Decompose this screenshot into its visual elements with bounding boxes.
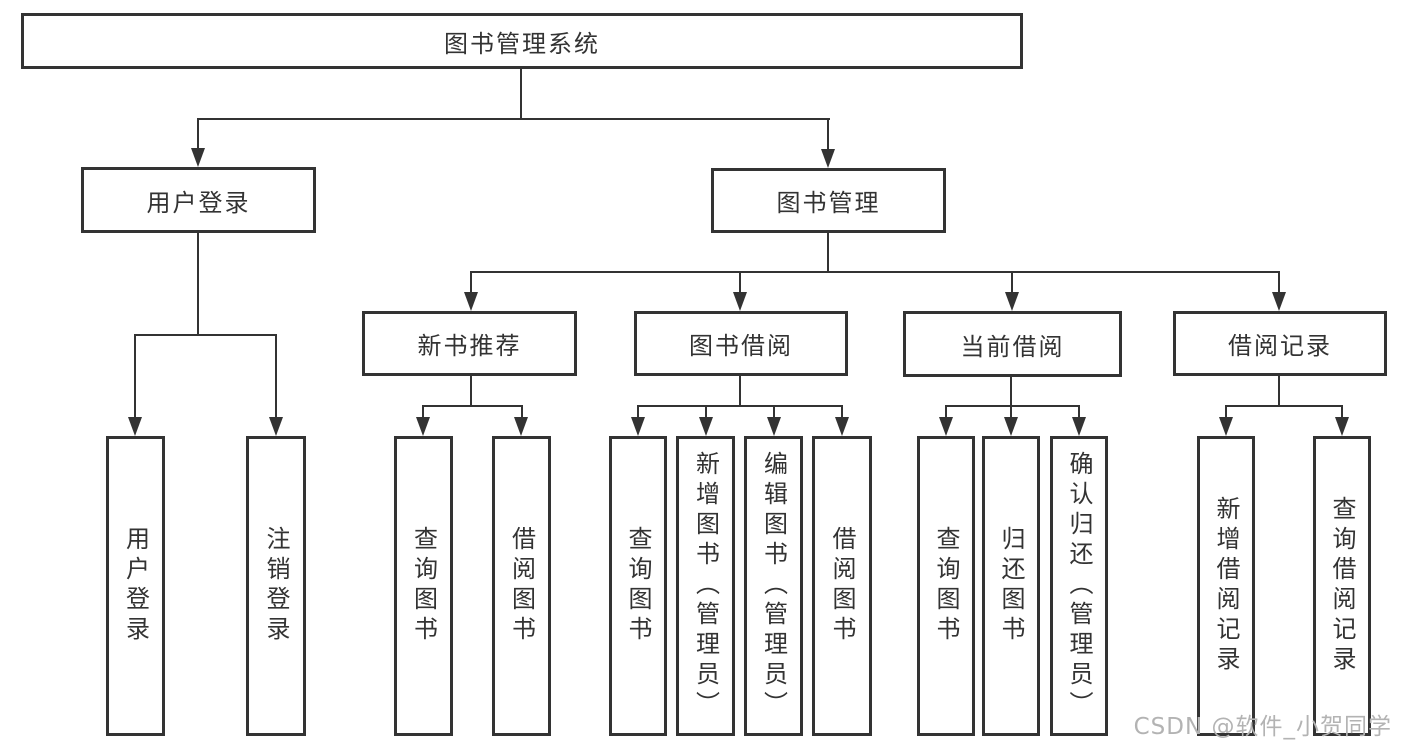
- connector-drop: [1341, 405, 1343, 421]
- arrowhead-down: [191, 148, 205, 167]
- connector-group-stem: [1278, 376, 1280, 407]
- connector-drop: [521, 405, 523, 421]
- connector-drop: [1078, 405, 1080, 421]
- node-label: 查询借阅记录: [1328, 496, 1356, 676]
- node-current-borrowing: 当前借阅: [903, 311, 1122, 377]
- arrowhead-down: [416, 417, 430, 436]
- node-borrow-books-borrowing: 借阅图书: [812, 436, 872, 736]
- node-label: 注销登录: [262, 526, 290, 646]
- connector-group-bracket: [945, 405, 1080, 407]
- arrowhead-down: [821, 149, 835, 168]
- connector-drop: [470, 271, 472, 296]
- node-label: 用户登录: [121, 526, 150, 646]
- node-label: 当前借阅: [960, 332, 1065, 361]
- connector-group-stem: [1010, 376, 1012, 407]
- arrowhead-down: [514, 417, 528, 436]
- connector-book-management-stem: [827, 233, 829, 273]
- arrowhead-down: [1072, 417, 1086, 436]
- node-label: 图书借阅: [689, 332, 793, 360]
- node-label: 用户登录: [146, 188, 251, 217]
- connector-user-login-stem: [197, 233, 199, 336]
- node-return-books: 归还图书: [982, 436, 1040, 736]
- node-label: 新书推荐: [417, 332, 522, 360]
- connector-group-bracket: [423, 405, 523, 407]
- node-label: 借阅图书: [828, 526, 856, 646]
- connector-drop: [1278, 271, 1280, 296]
- node-logout: 注销登录: [246, 436, 306, 736]
- node-library-management-system: 图书管理系统: [21, 13, 1023, 69]
- csdn-watermark: CSDN @软件_小贺同学: [1133, 714, 1392, 740]
- connector-drop-book-management: [827, 118, 829, 152]
- node-query-books-recommend: 查询图书: [394, 436, 453, 736]
- connector-drop: [1010, 405, 1012, 421]
- arrowhead-down: [464, 292, 478, 311]
- arrowhead-down: [699, 417, 713, 436]
- node-borrow-books-recommend: 借阅图书: [492, 436, 551, 736]
- arrowhead-down: [1005, 292, 1019, 311]
- node-label: 图书管理系统: [444, 29, 600, 58]
- node-query-books-current: 查询图书: [917, 436, 975, 736]
- node-label: 新增借阅记录: [1212, 496, 1240, 676]
- arrowhead-down: [1004, 417, 1018, 436]
- node-new-book-recommend: 新书推荐: [362, 311, 577, 376]
- arrowhead-down: [939, 417, 953, 436]
- arrowhead-down: [269, 417, 283, 436]
- connector-group-stem: [470, 376, 472, 407]
- node-user-login-operation: 用户登录: [106, 436, 165, 736]
- connector-drop: [637, 405, 639, 421]
- connector-drop: [134, 334, 136, 421]
- node-book-borrowing: 图书借阅: [634, 311, 848, 376]
- arrowhead-down: [128, 417, 142, 436]
- node-label: 新增图书（管理员）: [691, 451, 720, 721]
- node-label: 编辑图书（管理员）: [759, 451, 788, 721]
- connector-level1-horizontal: [198, 118, 830, 120]
- node-query-borrow-record: 查询借阅记录: [1313, 436, 1371, 736]
- connector-drop: [705, 405, 707, 421]
- connector-drop: [422, 405, 424, 421]
- node-book-management: 图书管理: [711, 168, 946, 233]
- arrowhead-down: [1219, 417, 1233, 436]
- connector-drop: [1225, 405, 1227, 421]
- connector-drop: [739, 271, 741, 296]
- node-label: 借阅图书: [507, 526, 536, 646]
- arrowhead-down: [733, 292, 747, 311]
- node-user-login: 用户登录: [81, 167, 316, 233]
- node-label: 借阅记录: [1228, 332, 1332, 360]
- arrowhead-down: [631, 417, 645, 436]
- node-add-borrow-record: 新增借阅记录: [1197, 436, 1255, 736]
- arrowhead-down: [1335, 417, 1349, 436]
- connector-group-bracket: [1225, 405, 1343, 407]
- arrowhead-down: [767, 417, 781, 436]
- node-label: 归还图书: [997, 526, 1025, 646]
- node-query-books-borrowing: 查询图书: [609, 436, 667, 736]
- node-edit-books-admin: 编辑图书（管理员）: [744, 436, 803, 736]
- node-borrow-records: 借阅记录: [1173, 311, 1387, 376]
- node-add-books-admin: 新增图书（管理员）: [676, 436, 735, 736]
- node-confirm-return-admin: 确认归还（管理员）: [1050, 436, 1108, 736]
- connector-user-login-bracket: [134, 334, 277, 336]
- node-label: 查询图书: [624, 526, 652, 646]
- arrowhead-down: [1272, 292, 1286, 311]
- connector-drop: [275, 334, 277, 421]
- node-label: 图书管理: [776, 189, 881, 217]
- node-label: 查询图书: [932, 526, 960, 646]
- arrowhead-down: [835, 417, 849, 436]
- connector-level3-horizontal: [471, 271, 1280, 273]
- connector-drop: [841, 405, 843, 421]
- connector-group-bracket: [637, 405, 843, 407]
- connector-root-stem: [520, 69, 522, 120]
- node-label: 确认归还（管理员）: [1065, 451, 1093, 721]
- connector-group-stem: [739, 376, 741, 407]
- connector-drop-user-login: [197, 118, 199, 152]
- connector-drop: [773, 405, 775, 421]
- connector-drop: [945, 405, 947, 421]
- connector-drop: [1011, 271, 1013, 296]
- node-label: 查询图书: [409, 526, 438, 646]
